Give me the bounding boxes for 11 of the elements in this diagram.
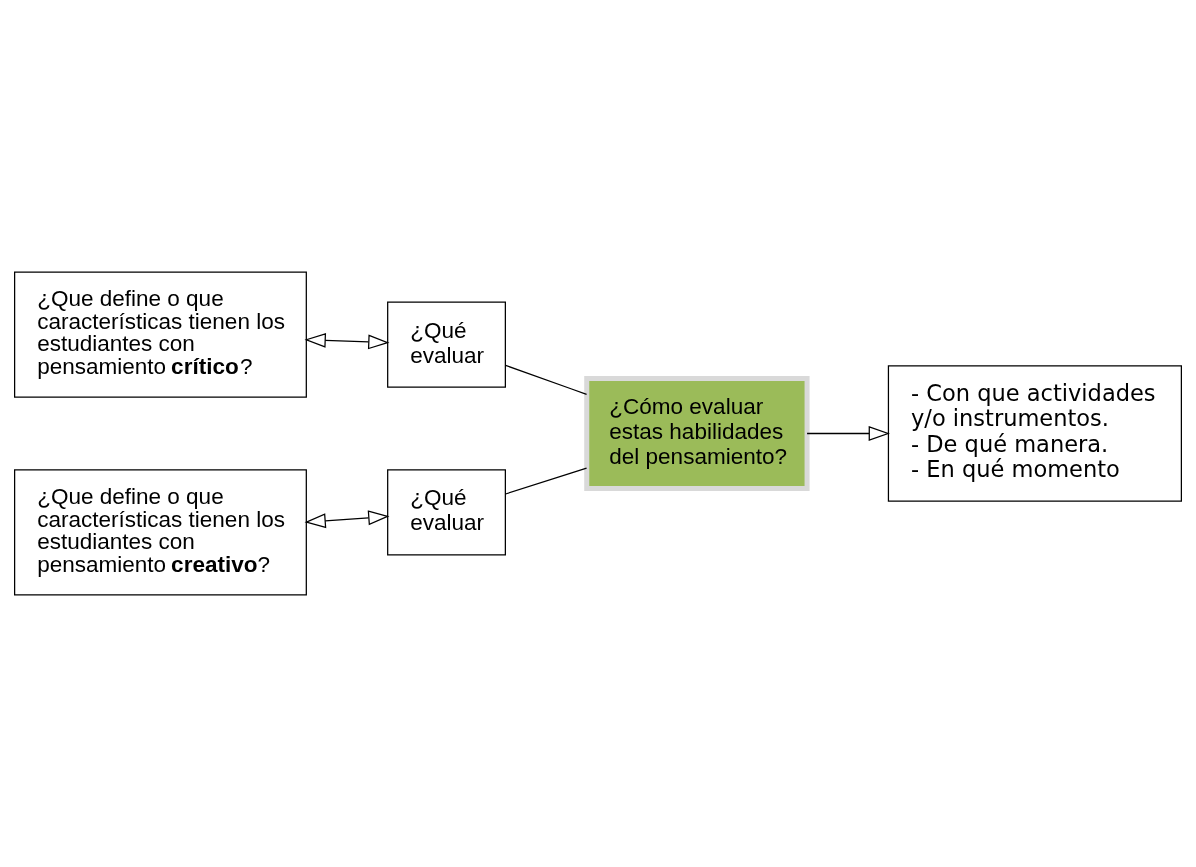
node-box: ¿Qué evaluar	[387, 301, 506, 388]
node-box: - Con que actividades y/o instrumentos. - De qué manera. - En qué momento	[887, 365, 1182, 502]
node-box: ¿Cómo evaluar estas habilidades del pensamiento?	[584, 375, 810, 492]
node-box: ¿Que define o que características tienen los estudiantes con pensamiento creativo?	[14, 469, 307, 596]
connector	[504, 467, 588, 495]
node-box: ¿Que define o que características tienen los estudiantes con pensamiento crítico?	[14, 271, 307, 398]
node-box: ¿Qué evaluar	[387, 469, 506, 556]
arrow	[304, 332, 390, 350]
arrow	[806, 426, 890, 441]
arrow	[304, 510, 390, 529]
connector	[504, 364, 588, 395]
